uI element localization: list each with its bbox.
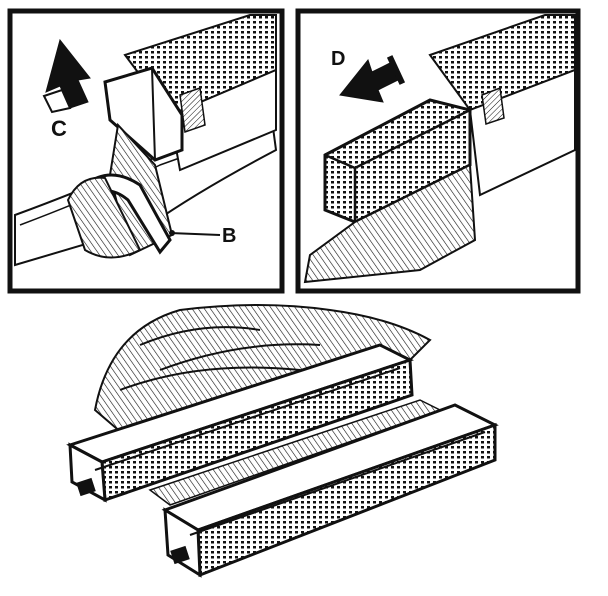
connector-upper (66, 343, 414, 503)
panel-release-latch (7, 8, 285, 294)
panel-connectors-removed (66, 304, 499, 578)
leader-line-b (169, 232, 221, 236)
panel-pull-connector (295, 8, 581, 294)
callout-label-c: C (51, 116, 67, 141)
ribbon-cable-right (303, 163, 477, 284)
arrow-up-icon (45, 38, 91, 109)
connector-lower (161, 403, 499, 578)
callout-label-d: D (331, 48, 346, 70)
callout-label-b: B (222, 225, 237, 247)
wire-bundle-bottom (93, 304, 432, 442)
pin-header-block-right (428, 14, 576, 112)
